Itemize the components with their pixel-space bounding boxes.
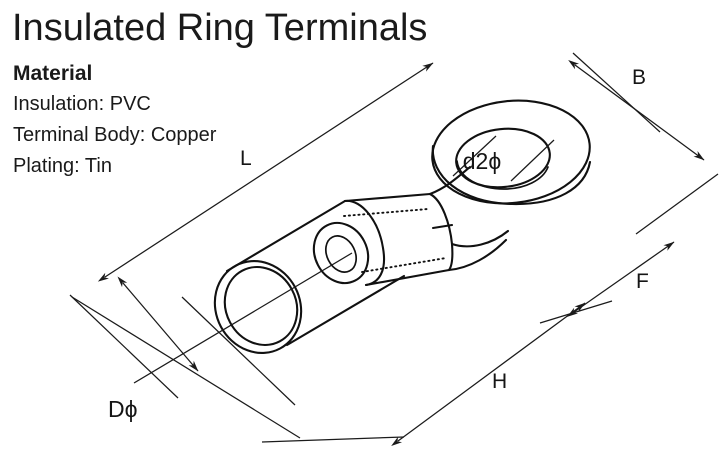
dimension-label-L: L bbox=[240, 147, 252, 170]
dimension-F: F bbox=[539, 173, 719, 324]
dimension-label-D: Dϕ bbox=[108, 396, 138, 422]
ring-tongue bbox=[428, 165, 510, 272]
dimension-H: H bbox=[181, 296, 586, 447]
dimension-d2: d2ϕ bbox=[452, 135, 555, 182]
dimension-D: Dϕ bbox=[71, 252, 353, 439]
copper-barrel-bore bbox=[312, 221, 370, 285]
dimension-L: L bbox=[69, 52, 661, 399]
dimension-label-H: H bbox=[492, 370, 507, 393]
ring-head bbox=[431, 99, 592, 206]
dimension-label-d2: d2ϕ bbox=[463, 148, 501, 174]
material-line-insulation: Insulation: PVC bbox=[13, 93, 151, 115]
terminal-part-geometry bbox=[213, 99, 592, 354]
material-heading: Material bbox=[13, 62, 92, 85]
copper-crimp-barrel bbox=[343, 192, 454, 287]
dimension-B: B bbox=[568, 59, 705, 161]
material-line-body: Terminal Body: Copper bbox=[13, 124, 217, 146]
dimension-label-F: F bbox=[636, 270, 649, 293]
insulation-sleeve-body bbox=[225, 199, 406, 347]
insulation-sleeve-opening bbox=[213, 260, 303, 354]
page-title: Insulated Ring Terminals bbox=[12, 7, 427, 49]
dimension-label-B: B bbox=[632, 66, 646, 89]
material-line-plating: Plating: Tin bbox=[13, 155, 112, 177]
